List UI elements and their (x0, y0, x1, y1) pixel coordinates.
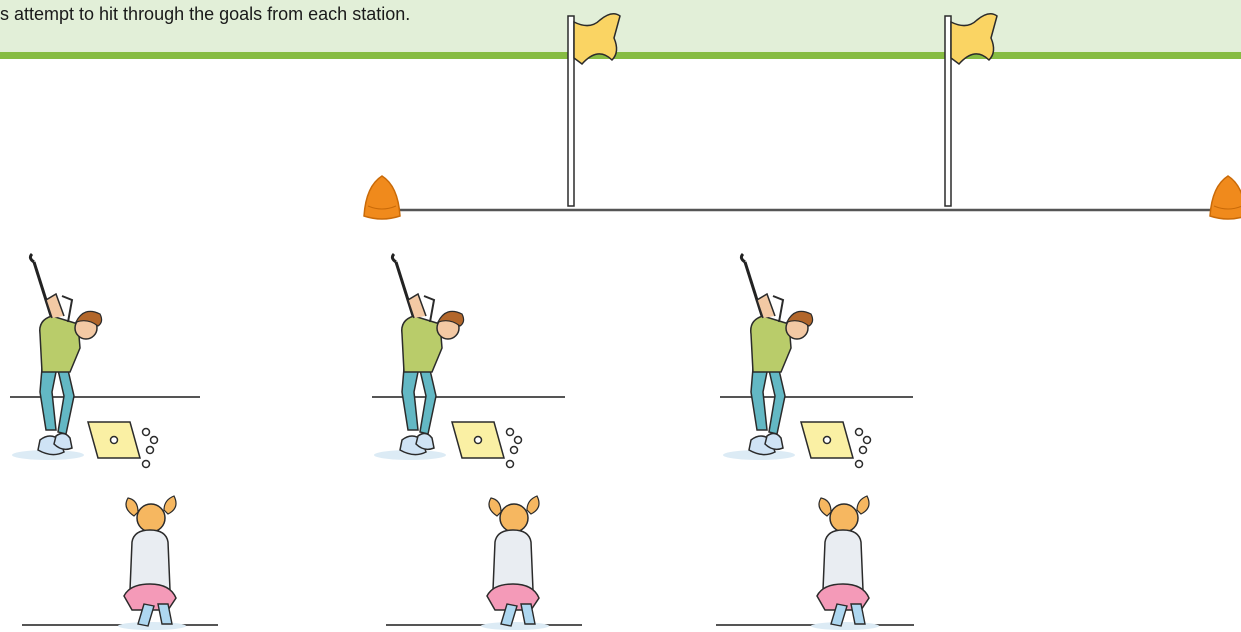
tee-mat-with-balls (88, 422, 158, 468)
batter-figure (723, 254, 813, 460)
cone-right (1210, 176, 1241, 219)
flag-goal-right (945, 14, 997, 206)
feeder-figure (118, 496, 186, 630)
flag-goal-left (568, 14, 620, 206)
station-2 (372, 254, 582, 630)
feeder-figure (811, 496, 879, 630)
station-1 (10, 254, 218, 630)
station-3 (716, 254, 914, 630)
batter-figure (12, 254, 102, 460)
batter-figure (374, 254, 464, 460)
cone-left (364, 176, 400, 219)
tee-mat-with-balls (801, 422, 871, 468)
tee-mat-with-balls (452, 422, 522, 468)
feeder-figure (481, 496, 549, 630)
